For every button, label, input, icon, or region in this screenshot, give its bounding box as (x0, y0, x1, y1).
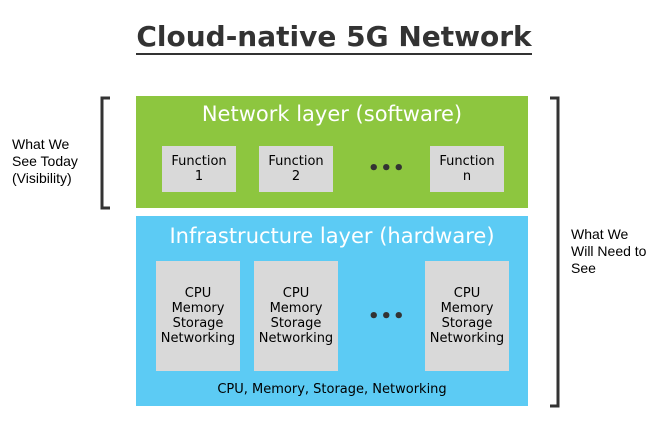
function-label: Function (268, 154, 324, 169)
resource-cpu: CPU (453, 286, 481, 301)
resource-networking: Networking (258, 331, 334, 346)
resource-box-n: CPU Memory Storage Networking (425, 261, 509, 371)
right-label-line: See (571, 260, 596, 276)
function-number: n (462, 169, 472, 184)
function-box-n: Function n (430, 146, 504, 192)
diagram-title-text: Cloud-native 5G Network (136, 20, 532, 55)
resource-cpu: CPU (184, 286, 212, 301)
resource-memory: Memory (171, 301, 225, 316)
right-label-line: Will Need to (571, 243, 647, 259)
resource-box-2: CPU Memory Storage Networking (254, 261, 338, 371)
right-label: What We Will Need to See (571, 226, 646, 277)
infrastructure-layer-title: Infrastructure layer (hardware) (169, 224, 495, 248)
resource-box-1: CPU Memory Storage Networking (156, 261, 240, 371)
function-number: 1 (194, 169, 204, 184)
infrastructure-layer: Infrastructure layer (hardware) CPU Memo… (136, 216, 528, 406)
resource-networking: Networking (160, 331, 236, 346)
left-label-line: See Today (12, 153, 78, 169)
left-label-line: (Visibility) (12, 170, 72, 186)
function-number: 2 (291, 169, 301, 184)
left-label: What We See Today (Visibility) (12, 136, 78, 187)
resource-storage: Storage (270, 316, 322, 331)
right-label-line: What We (571, 226, 629, 242)
function-box-1: Function 1 (162, 146, 236, 192)
function-label: Function (171, 154, 227, 169)
function-ellipsis: ••• (368, 158, 406, 179)
left-bracket (100, 96, 110, 210)
diagram-title: Cloud-native 5G Network (0, 20, 668, 55)
resource-ellipsis: ••• (368, 306, 406, 327)
resource-networking: Networking (429, 331, 505, 346)
resource-memory: Memory (269, 301, 323, 316)
resource-storage: Storage (441, 316, 493, 331)
resource-memory: Memory (440, 301, 494, 316)
function-label: Function (439, 154, 495, 169)
function-box-2: Function 2 (259, 146, 333, 192)
network-layer: Network layer (software) Function 1 Func… (136, 96, 528, 208)
resource-cpu: CPU (282, 286, 310, 301)
left-label-line: What We (12, 136, 70, 152)
infrastructure-footer: CPU, Memory, Storage, Networking (217, 382, 447, 397)
right-bracket (550, 96, 560, 408)
resource-storage: Storage (172, 316, 224, 331)
network-layer-title: Network layer (software) (201, 102, 463, 126)
